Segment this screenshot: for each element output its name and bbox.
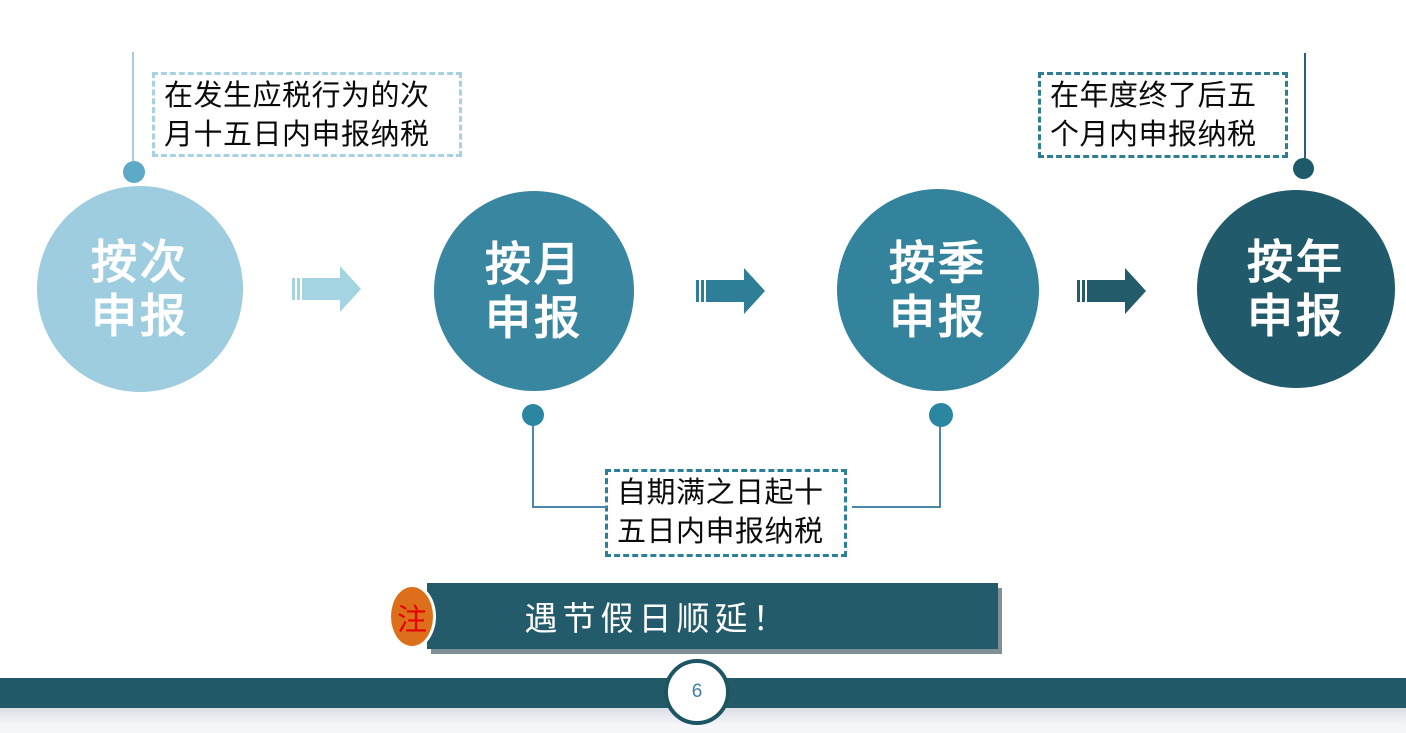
connector-line-per-occurrence: [132, 52, 134, 164]
note-banner-text: 遇节假日顺延！: [524, 600, 791, 637]
callout-per-occurrence-text: 在发生应税行为的次 月十五日内申报纳税: [164, 80, 430, 151]
note-badge-text: 注: [397, 603, 427, 637]
connector-dot-monthly: [522, 404, 544, 426]
callout-annual-box: 在年度终了后五 个月内申报纳税: [1038, 72, 1288, 158]
step-label-annual: 按年 申报: [1247, 235, 1345, 342]
connector-dot-annual: [1293, 158, 1314, 179]
callout-period-end-text: 自期满之日起十 五日内申报纳税: [617, 477, 824, 548]
connector-line-monthly-horizontal: [532, 506, 607, 508]
callout-period-end-box: 自期满之日起十 五日内申报纳税: [605, 469, 847, 557]
connector-line-quarterly-vertical: [939, 420, 941, 507]
note-badge: 注: [388, 584, 436, 649]
note-banner: 遇节假日顺延！: [427, 583, 998, 649]
connector-line-quarterly-horizontal: [852, 506, 941, 508]
connector-dot-quarterly: [929, 403, 953, 427]
arrow-right-icon: [292, 265, 362, 313]
page-number-text: 6: [691, 681, 703, 702]
connector-line-monthly-vertical: [532, 420, 534, 507]
step-label-quarterly: 按季 申报: [889, 236, 987, 343]
callout-annual-text: 在年度终了后五 个月内申报纳税: [1050, 80, 1257, 151]
step-label-monthly: 按月 申报: [485, 237, 583, 344]
page-number-badge: 6: [664, 659, 730, 725]
arrow-right-icon: [1077, 267, 1147, 315]
connector-line-annual: [1304, 53, 1306, 161]
connector-dot-per-occurrence: [123, 161, 145, 183]
step-circle-per-occurrence: 按次 申报: [37, 186, 243, 392]
callout-per-occurrence-box: 在发生应税行为的次 月十五日内申报纳税: [152, 72, 462, 157]
step-circle-quarterly: 按季 申报: [837, 189, 1039, 391]
step-label-per-occurrence: 按次 申报: [91, 235, 189, 342]
step-circle-monthly: 按月 申报: [434, 191, 634, 391]
step-circle-annual: 按年 申报: [1197, 190, 1395, 388]
arrow-right-icon: [696, 267, 766, 315]
